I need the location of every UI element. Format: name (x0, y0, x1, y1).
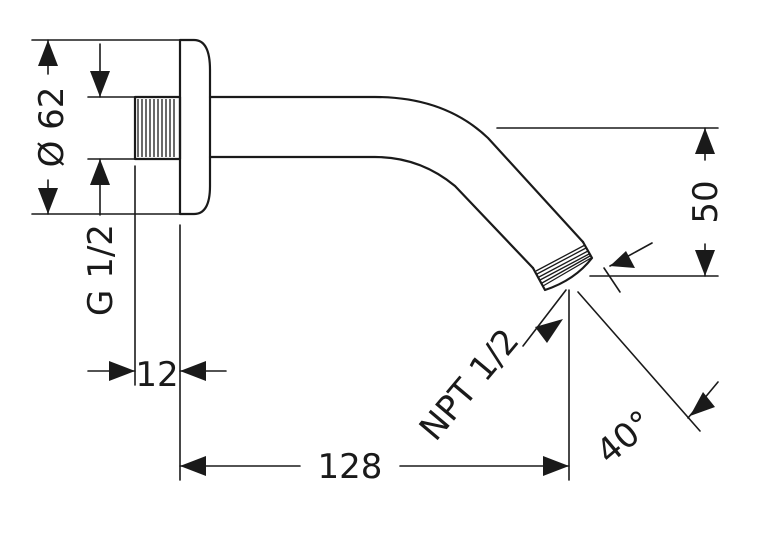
dimension-inlet-thread: G 1/2 (81, 43, 136, 316)
outlet-thread-end (531, 240, 594, 292)
dimension-drop: 50 (496, 127, 726, 277)
dimension-angle: 40° (577, 291, 719, 472)
dimension-projection: 128 (179, 289, 570, 487)
flange-diameter-label: Ø 62 (32, 87, 72, 168)
angle-label: 40° (589, 403, 661, 472)
projection-label: 128 (318, 447, 383, 487)
dimension-thread-length: 12 (87, 165, 227, 481)
outlet-thread-label: NPT 1/2 (412, 321, 528, 448)
wall-flange (178, 38, 212, 216)
dimension-flange-diameter: Ø 62 (31, 39, 181, 215)
inlet-thread-label: G 1/2 (81, 224, 121, 316)
dimension-outlet-thread: NPT 1/2 (412, 242, 653, 448)
thread-length-label: 12 (135, 355, 178, 395)
inlet-thread-body (133, 95, 182, 161)
shower-arm-pipe (208, 95, 585, 270)
drop-label: 50 (686, 180, 726, 223)
